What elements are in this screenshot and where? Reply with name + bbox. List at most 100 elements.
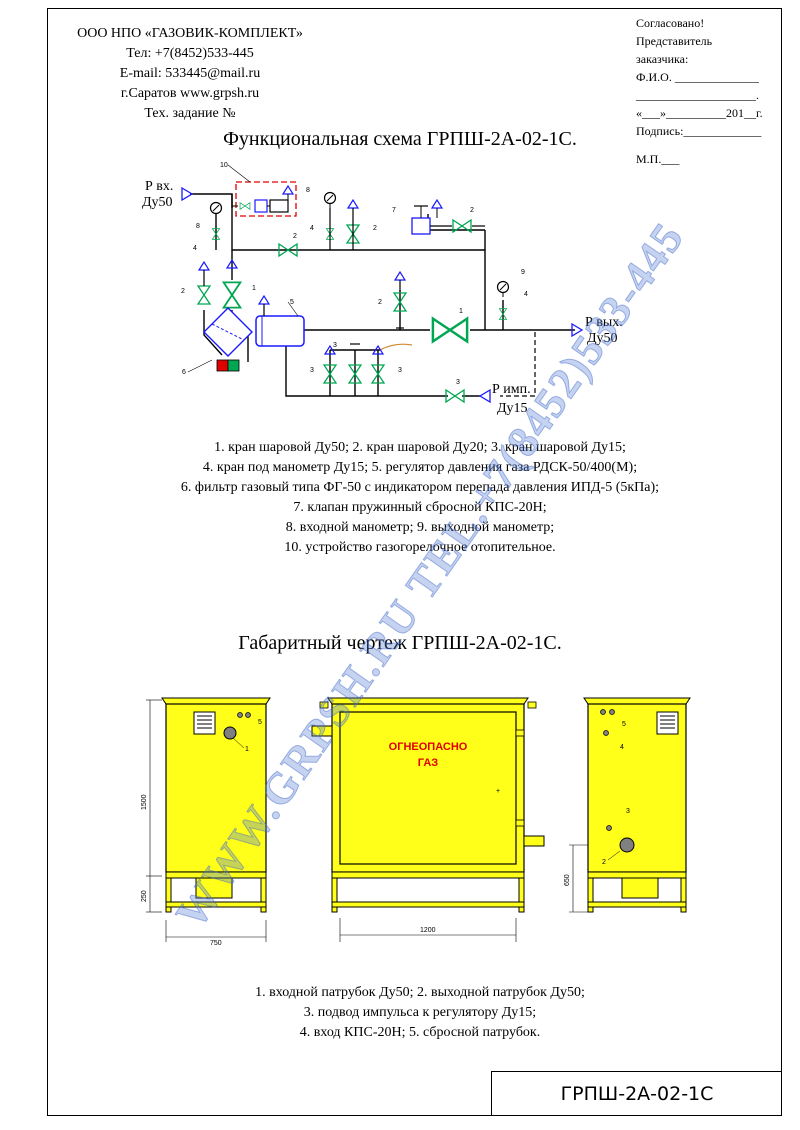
label-10: 10: [220, 162, 228, 169]
approval-sign: Подпись:_____________: [636, 124, 762, 138]
approval-blank: ____________________.: [636, 88, 759, 102]
burner-device-box: [235, 181, 297, 217]
approval-line3: заказчика:: [636, 52, 689, 66]
legend1-line: 8. входной манометр; 9. выходной маномет…: [285, 520, 555, 535]
callout-1-left: 1: [245, 746, 249, 753]
regulator-impulse-tube: [379, 343, 413, 351]
dim-base: 250: [141, 890, 148, 902]
dim-outlet-height: 650: [564, 874, 571, 886]
pipelines: [190, 193, 575, 397]
legend1-line: 1. кран шаровой Ду50; 2. кран шаровой Ду…: [214, 440, 626, 455]
label-3-c: 3: [398, 367, 402, 374]
vent-grille-left: [193, 711, 216, 735]
callout-3-right: 3: [626, 808, 630, 815]
side-view-right: 5 4 3 2 650: [564, 697, 691, 913]
legend1-line: 6. фильтр газовый типа ФГ-50 с индикатор…: [180, 480, 660, 495]
front-view: ОГНЕОПАСНО ГАЗ + 1200: [311, 697, 545, 942]
approval-block: Согласовано! Представитель заказчика: Ф.…: [636, 14, 786, 168]
legend1-line: 7. клапан пружинный сбросной КПС-20Н;: [293, 500, 547, 515]
inlet-pipe-circle: [223, 726, 237, 740]
outlet-gauge-icon: [496, 280, 510, 298]
approval-fio: Ф.И.О. ______________: [636, 70, 759, 84]
callout-5-right: 5: [622, 721, 626, 728]
label-2-a: 2: [181, 288, 185, 295]
vent-grille-right: [656, 711, 679, 735]
company-email: E-mail: 533445@mail.ru: [119, 66, 261, 81]
inlet-gauge-icon: [209, 201, 223, 219]
approval-line1: Согласовано!: [636, 16, 705, 30]
purge-valve-icon: [197, 285, 211, 305]
middle-gauge-icon: [323, 191, 337, 209]
scheme-title: Функциональная схема ГРПШ-2А-02-1С.: [223, 128, 577, 150]
label-3-d: 3: [456, 379, 460, 386]
impulse-arrow-icon: [478, 388, 491, 404]
legend2-line: 3. подвод импульса к регулятору Ду15;: [303, 1005, 537, 1020]
door-handle-mark: +: [496, 788, 500, 795]
drawing-frame: [47, 8, 782, 1116]
outlet-pressure-label: Р вых.: [585, 315, 623, 330]
legend2-line: 4. вход КПС-20Н; 5. сбросной патрубок.: [299, 1025, 541, 1040]
outlet-arrow-icon: [571, 322, 584, 338]
approval-date: «___»__________201__г.: [636, 106, 763, 120]
impulse-diameter-label: Ду15: [497, 401, 528, 416]
outlet-pipe-circle: [619, 837, 635, 853]
dim-height: 1500: [141, 794, 148, 810]
company-site: г.Саратов www.grpsh.ru: [120, 86, 260, 101]
title-stamp: ГРПШ-2А-02-1С: [491, 1071, 782, 1116]
label-2-d: 2: [470, 207, 474, 214]
label-5: 5: [290, 299, 294, 306]
outlet-pipe-front: [523, 835, 545, 847]
dim-width-front: 1200: [420, 927, 436, 934]
callout-2-right: 2: [602, 859, 606, 866]
relief-valve-icon: [411, 217, 431, 235]
front-door: [339, 711, 517, 865]
company-phone: Тел: +7(8452)533-445: [126, 46, 254, 61]
impulse-valve-icon: [445, 389, 465, 403]
pressure-indicator-green: [227, 359, 240, 372]
side-view-left: 1 5 1500 250 750: [141, 697, 271, 947]
burner-regulator-icon: [254, 199, 268, 213]
legend1-line: 4. кран под манометр Ду15; 5. регулятор …: [202, 460, 638, 475]
label-7: 7: [392, 207, 396, 214]
label-3-a: 3: [333, 342, 337, 349]
warning-gas: ГАЗ: [418, 757, 438, 769]
label-2-c: 2: [373, 225, 377, 232]
outlet-main-valve-icon: [431, 317, 469, 343]
label-3-b: 3: [310, 367, 314, 374]
label-8-a: 8: [196, 223, 200, 230]
inlet-main-valve-icon: [222, 281, 242, 309]
label-6: 6: [182, 369, 186, 376]
vent-outlet-icon: [394, 271, 406, 281]
inlet-arrow-icon: [181, 186, 194, 202]
inlet-diameter-label: Ду50: [142, 195, 173, 210]
burner-vent-icon: [282, 185, 294, 195]
dimension-drawing: 1 5 1500 250 750 ОГНЕОПАСНО ГАЗ +: [141, 697, 691, 947]
label-8-b: 8: [306, 187, 310, 194]
drawing-title: Габаритный чертеж ГРПШ-2А-02-1С.: [238, 632, 562, 654]
label-4-b: 4: [310, 225, 314, 232]
callout-5-left: 5: [258, 719, 262, 726]
inlet-pipe-front: [311, 725, 333, 737]
callout-4-right: 4: [620, 744, 624, 751]
approval-mp: М.П.___: [636, 152, 680, 166]
stamp-text: ГРПШ-2А-02-1С: [560, 1083, 714, 1105]
label-2-e: 2: [378, 299, 382, 306]
inlet-pressure-label: Р вх.: [145, 179, 173, 194]
approval-line2: Представитель: [636, 34, 713, 48]
gas-regulator-icon: [255, 315, 305, 347]
tech-task: Тех. задание №: [144, 106, 236, 121]
functional-scheme: Р вх. Ду50 Р вых. Ду50 Р имп. Ду15 10 8 …: [142, 162, 623, 416]
label-9: 9: [521, 269, 525, 276]
label-1-b: 1: [459, 308, 463, 315]
company-block: ООО НПО «ГАЗОВИК-КОМПЛЕКТ» Тел: +7(8452)…: [55, 24, 325, 124]
label-2-b: 2: [293, 233, 297, 240]
impulse-pressure-label: Р имп.: [492, 382, 531, 397]
legend1-line: 10. устройство газогорелочное отопительн…: [284, 540, 556, 555]
warning-flammable: ОГНЕОПАСНО: [389, 741, 468, 753]
vent-regulator-icon: [258, 295, 270, 305]
outlet-diameter-label: Ду50: [587, 331, 618, 346]
label-4-a: 4: [193, 245, 197, 252]
vent-purge-icon: [198, 261, 210, 271]
scheme-legend: 1. кран шаровой Ду50; 2. кран шаровой Ду…: [100, 438, 740, 558]
label-1-a: 1: [252, 285, 256, 292]
